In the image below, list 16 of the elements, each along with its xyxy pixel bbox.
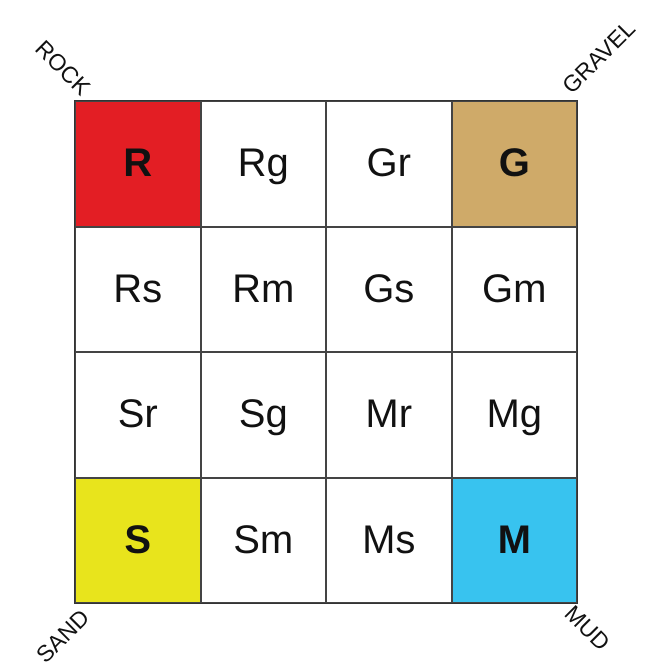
grid-cell: G xyxy=(452,101,577,226)
grid-cell: Mr xyxy=(326,352,452,478)
grid-cell: Rm xyxy=(200,226,326,352)
grid-cell: Ms xyxy=(326,478,452,603)
grid-cell: Sg xyxy=(200,352,326,478)
grid-cell: Gm xyxy=(452,226,577,352)
grid-cell: M xyxy=(452,478,577,603)
grid-cell: S xyxy=(75,478,200,603)
grid-cell: Rg xyxy=(200,101,326,226)
grid-cell: Sm xyxy=(200,478,326,603)
grid-cell: Mg xyxy=(452,352,577,478)
grid-cell: R xyxy=(75,101,200,226)
grid-cell: Rs xyxy=(75,226,200,352)
grid-cell: Gr xyxy=(326,101,452,226)
grid-cell: Sr xyxy=(75,352,200,478)
grid-cell: Gs xyxy=(326,226,452,352)
